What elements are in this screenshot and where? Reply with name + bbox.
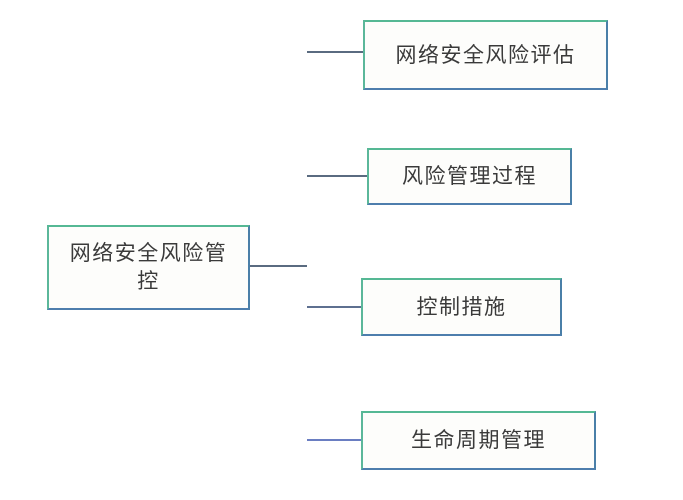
node-lifecycle-management[interactable]: 生命周期管理 [361, 411, 596, 470]
node-root[interactable]: 网络安全风险管 控 [47, 225, 250, 310]
node-cybersecurity-risk-assessment[interactable]: 网络安全风险评估 [363, 20, 608, 90]
node-child-2-label: 风险管理过程 [402, 164, 537, 189]
node-control-measures[interactable]: 控制措施 [361, 278, 562, 336]
node-child-1-label: 网络安全风险评估 [395, 42, 576, 67]
node-root-label: 网络安全风险管 控 [69, 241, 228, 293]
node-risk-management-process[interactable]: 风险管理过程 [367, 148, 572, 205]
node-child-4-label: 生命周期管理 [411, 428, 546, 453]
node-child-3-label: 控制措施 [416, 294, 507, 319]
